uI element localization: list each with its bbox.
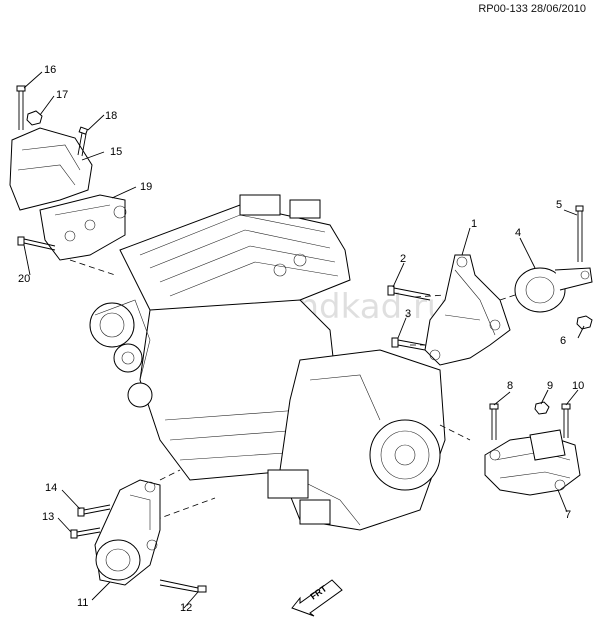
callout-4: 4: [515, 227, 521, 239]
callout-17: 17: [56, 89, 68, 101]
nut-6: [576, 315, 593, 330]
bolt-20: [17, 236, 56, 251]
callout-16: 16: [44, 64, 56, 76]
callout-1: 1: [471, 218, 477, 230]
right-bracket: [424, 254, 511, 366]
callout-6: 6: [560, 335, 566, 347]
callout-5: 5: [556, 199, 562, 211]
callout-13: 13: [42, 511, 54, 523]
mount-4: [514, 267, 593, 313]
nut-17: [26, 110, 43, 126]
left-upper-mount: [9, 127, 127, 261]
callout-9: 9: [547, 380, 553, 392]
nut-9: [534, 401, 550, 415]
callout-15: 15: [110, 146, 122, 158]
lower-left-mount: [94, 479, 161, 586]
callout-7: 7: [565, 509, 571, 521]
callout-19: 19: [140, 181, 152, 193]
bolt-16: [16, 85, 26, 130]
callout-18: 18: [105, 110, 117, 122]
bolt-12: [159, 579, 207, 593]
front-direction-arrow: FRT: [291, 579, 343, 617]
callout-20: 20: [18, 273, 30, 285]
bolt-13: [70, 527, 101, 539]
bolt-18: [77, 126, 89, 157]
right-lower-mount: [484, 429, 581, 496]
callout-numbers: 1 2 3 4 5 6 7 8 9 10 11 12 13 14 15 16 1…: [18, 64, 584, 614]
leader-lines: [23, 71, 585, 609]
bolt-3: [391, 337, 426, 351]
engine-assembly: [89, 194, 446, 531]
callout-3: 3: [405, 308, 411, 320]
callout-12: 12: [180, 602, 192, 614]
bolt-10: [561, 403, 571, 438]
callout-8: 8: [507, 380, 513, 392]
callout-14: 14: [45, 482, 57, 494]
callout-11: 11: [77, 597, 88, 609]
bolt-14: [77, 504, 111, 517]
bolt-2: [387, 285, 431, 301]
bolt-5: [575, 205, 584, 262]
callout-2: 2: [400, 253, 406, 265]
bolt-8: [489, 403, 499, 440]
drawing-reference: RP00-133 28/06/2010: [478, 3, 586, 15]
callout-10: 10: [572, 380, 584, 392]
alignment-lines: [69, 259, 516, 521]
